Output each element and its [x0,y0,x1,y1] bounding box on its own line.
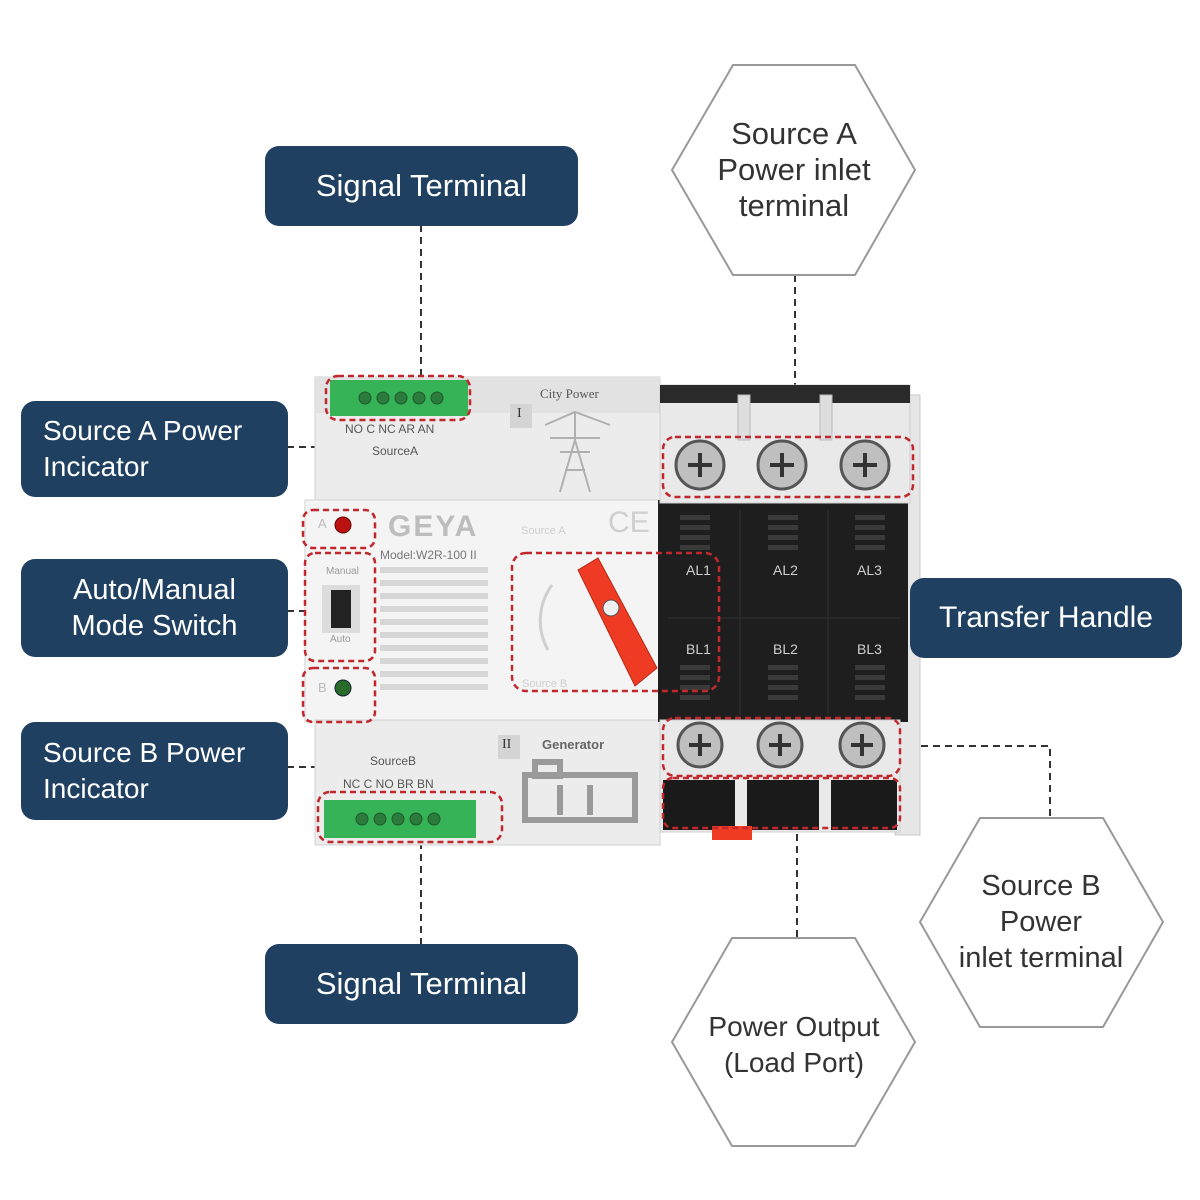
terminal-screws-top [358,391,444,405]
rotation-arrow-icon [538,584,554,651]
hex-source-b-line1: Source B [981,870,1101,902]
label-mode-switch: Auto/Manual Mode Switch [21,559,288,657]
device-body [304,376,921,846]
label-transfer-handle: Transfer Handle [910,578,1182,658]
source-b-terminal-screws [676,721,886,769]
hex-power-output [670,937,917,1147]
pole-label-al1: AL1 [686,562,711,578]
source-a-print: Source A [521,525,566,537]
hex-source-a-inlet-text: Source A Power inlet terminal [690,100,898,240]
auto-text: Auto [330,634,351,645]
source-b-small-text: SourceB [370,754,417,768]
label-transfer-handle-text: Transfer Handle [939,601,1153,634]
label-source-b-indicator: Source B Power Incicator [21,722,288,820]
highlight-indicator-a [301,508,377,550]
label-source-a-indicator: Source A Power Incicator [21,401,288,497]
hex-source-b-line3: inlet terminal [958,942,1124,974]
spec-text-blur [380,567,488,690]
highlight-source-b-terminals [661,716,902,778]
label-source-b-indicator-line1: Source B Power [43,737,246,768]
roman-two-text: II [502,737,512,752]
hex-source-b-inlet [918,817,1165,1028]
hex-power-output-line2: (Load Port) [723,1047,865,1078]
generator-text: Generator [542,737,605,752]
source-a-small-text: SourceA [372,444,419,458]
hexagons [670,64,1165,1147]
highlight-signal-bottom [316,790,504,844]
label-source-b-indicator-line2: Incicator [43,773,149,804]
hex-source-b-inlet-text: Source B Power inlet terminal [935,852,1147,992]
hex-source-a-inlet [670,64,917,276]
top-terminal-labels: NO C NC AR AN [345,422,435,436]
hex-power-output-line1: Power Output [708,1011,880,1042]
roman-one-text: I [517,406,522,421]
mode-switch-toggle [331,590,351,628]
pole-label-bl3: BL3 [857,641,882,657]
label-source-a-indicator-line2: Incicator [43,451,149,482]
pole-vents [680,515,885,700]
pole-label-al2: AL2 [773,562,798,578]
hex-source-b-line2: Power [999,906,1083,938]
terminal-screws-bottom [355,812,441,826]
hex-source-a-line2: Power inlet [717,152,871,187]
generator-icon [522,759,638,823]
source-a-terminal-screws [674,439,891,491]
indicator-a-letter: A [318,516,327,531]
highlight-signal-top [324,374,472,422]
highlight-frames [301,374,915,844]
pole-label-bl2: BL2 [773,641,798,657]
brand-logo: GEYA [388,510,479,543]
label-mode-switch-line1: Auto/Manual [73,574,236,606]
pole-label-al3: AL3 [857,562,882,578]
highlight-source-a-terminals [661,435,915,499]
hex-source-a-line3: terminal [738,188,850,223]
indicator-b-led [334,679,352,697]
bottom-terminal-labels: NC C NO BR BN [343,777,434,791]
manual-text: Manual [326,566,359,577]
highlight-mode-switch [303,551,377,663]
highlight-handle [510,551,721,693]
transfer-handle-lever [577,557,658,687]
label-signal-terminal-top: Signal Terminal [265,146,578,226]
roman-one-box [510,404,532,428]
pole-label-bl1: BL1 [686,641,711,657]
indicator-a-led [334,516,352,534]
label-signal-terminal-bottom-text: Signal Terminal [315,966,528,1001]
hex-power-output-text: Power Output (Load Port) [688,1000,900,1090]
red-release-tab [712,826,752,840]
model-text: Model:W2R-100 II [380,548,477,562]
connector-source-b-inlet [897,745,1051,818]
indicator-b-letter: B [318,680,327,695]
pylon-icon [544,410,611,493]
label-source-a-indicator-line1: Source A Power [43,415,243,446]
source-b-print: Source B [522,678,568,690]
roman-two-box [498,735,520,759]
label-mode-switch-line2: Mode Switch [71,610,238,642]
ce-mark: CE [608,506,650,539]
label-signal-terminal-bottom: Signal Terminal [265,944,578,1024]
handle-pivot-screw [602,599,620,617]
highlight-indicator-b [301,666,377,724]
highlight-output-terminals [661,776,902,830]
label-signal-terminal-top-text: Signal Terminal [315,168,528,203]
city-power-text: City Power [540,386,599,401]
hex-source-a-line1: Source A [731,116,857,151]
